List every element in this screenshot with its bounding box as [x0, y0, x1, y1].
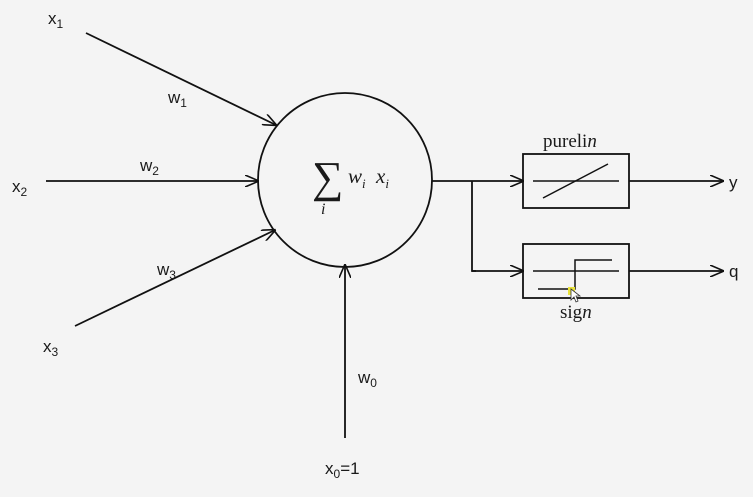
sign-step-curve [538, 259, 612, 290]
sum-index: i [321, 201, 325, 218]
input-x0-label: x0=1 [325, 459, 360, 481]
weight-w0-label: w0 [357, 368, 377, 390]
weight-w3-label: w3 [156, 260, 176, 282]
neuron-circle [257, 92, 433, 268]
output-y-label: y [729, 173, 738, 192]
input-x3-label: x3 [43, 337, 59, 359]
x1-to-neuron-arrow [85, 32, 276, 125]
purelin-label: purelin [543, 131, 597, 152]
weight-w1-label: w1 [167, 88, 187, 110]
purelin-linear-curve [542, 163, 609, 199]
x3-to-neuron-arrow [74, 230, 275, 327]
mouse-cursor-icon [570, 288, 582, 303]
sum-weight-term: wi [348, 164, 366, 191]
sign-label: sign [560, 302, 592, 323]
input-x2-label: x2 [12, 177, 28, 199]
sum-input-term: xi [375, 164, 389, 191]
sum-symbol: ∑ [312, 153, 343, 202]
output-q-label: q [729, 262, 738, 281]
input-x1-label: x1 [48, 9, 64, 31]
weight-w2-label: w2 [139, 156, 159, 178]
branch-line [471, 181, 476, 272]
